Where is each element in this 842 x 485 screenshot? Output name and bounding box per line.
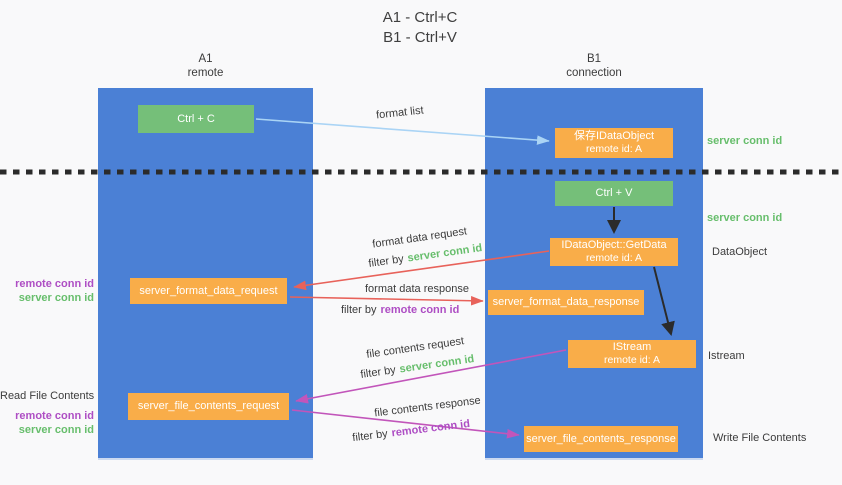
node-getdata-line1: IDataObject::GetData [561,239,667,251]
node-ctrl-v-label: Ctrl + V [595,187,633,199]
node-save-idataobject-line1: 保存IDataObject [573,130,655,142]
right-label-istream: Istream [708,350,745,362]
node-server-format-data-request: server_format_data_request [130,278,287,304]
left-label-server-conn-id-bottom: server conn id [18,424,94,436]
right-label-write-file-contents: Write File Contents [713,432,807,444]
node-server-format-data-response: server_format_data_response [488,290,644,315]
node-getdata-line2: remote id: A [585,252,643,264]
label-file-contents-response: file contents response [373,394,482,420]
node-ctrl-v: Ctrl + V [555,181,673,206]
node-server-format-data-request-label: server_format_data_request [139,284,278,297]
node-save-idataobject: 保存IDataObject remote id: A [555,128,673,158]
node-save-idataobject-line2: remote id: A [585,143,643,155]
node-server-file-contents-response-label: server_file_contents_response [526,432,676,445]
node-ctrl-c: Ctrl + C [138,105,254,133]
node-istream-line1: IStream [612,341,652,353]
node-getdata: IDataObject::GetData remote id: A [550,238,678,266]
lifeline-b1-role: connection [566,67,622,79]
title-line-1: A1 - Ctrl+C [382,9,458,26]
diagram-title: A1 - Ctrl+C B1 - Ctrl+V [300,8,540,48]
lifeline-a1-role: remote [187,67,224,79]
filter-key-server-conn-id: server conn id [398,353,475,376]
filter-key-server-conn-id: server conn id [406,242,483,265]
node-ctrl-c-label: Ctrl + C [177,112,215,125]
node-server-file-contents-request-label: server_file_contents_request [137,400,280,412]
node-server-file-contents-response: server_file_contents_response [524,426,678,452]
node-server-format-data-response-label: server_format_data_response [492,296,640,308]
filter-key-remote-conn-id: remote conn id [390,417,471,440]
title-line-2: B1 - Ctrl+V [383,29,457,46]
filter-key-remote-conn-id: remote conn id [380,304,460,316]
lifeline-header-b1: B1 connection [485,52,703,80]
arrow-format-data-response [289,295,484,306]
filter-prefix: filter by [351,427,389,445]
right-label-server-conn-id-1: server conn id [707,135,783,147]
right-label-dataobject: DataObject [712,246,768,258]
filter-prefix: filter by [341,304,377,316]
filter-prefix: filter by [367,253,405,270]
left-label-remote-conn-id-bottom: remote conn id [15,410,94,422]
node-istream-line2: remote id: A [603,354,661,366]
left-label-read-file-contents: Read File Contents [0,390,95,402]
lifeline-header-a1: A1 remote [98,52,313,80]
right-label-server-conn-id-2: server conn id [707,212,783,224]
label-format-list: format list [375,104,425,122]
lifeline-b1-name: B1 [586,53,602,65]
node-istream: IStream remote id: A [568,340,696,368]
left-label-server-conn-id-top: server conn id [18,292,94,304]
filter-prefix: filter by [359,364,397,381]
label-format-data-response: format data response [365,283,469,295]
node-server-file-contents-request: server_file_contents_request [128,393,289,420]
left-label-remote-conn-id-top: remote conn id [15,278,94,290]
lifeline-a1-name: A1 [198,53,213,65]
